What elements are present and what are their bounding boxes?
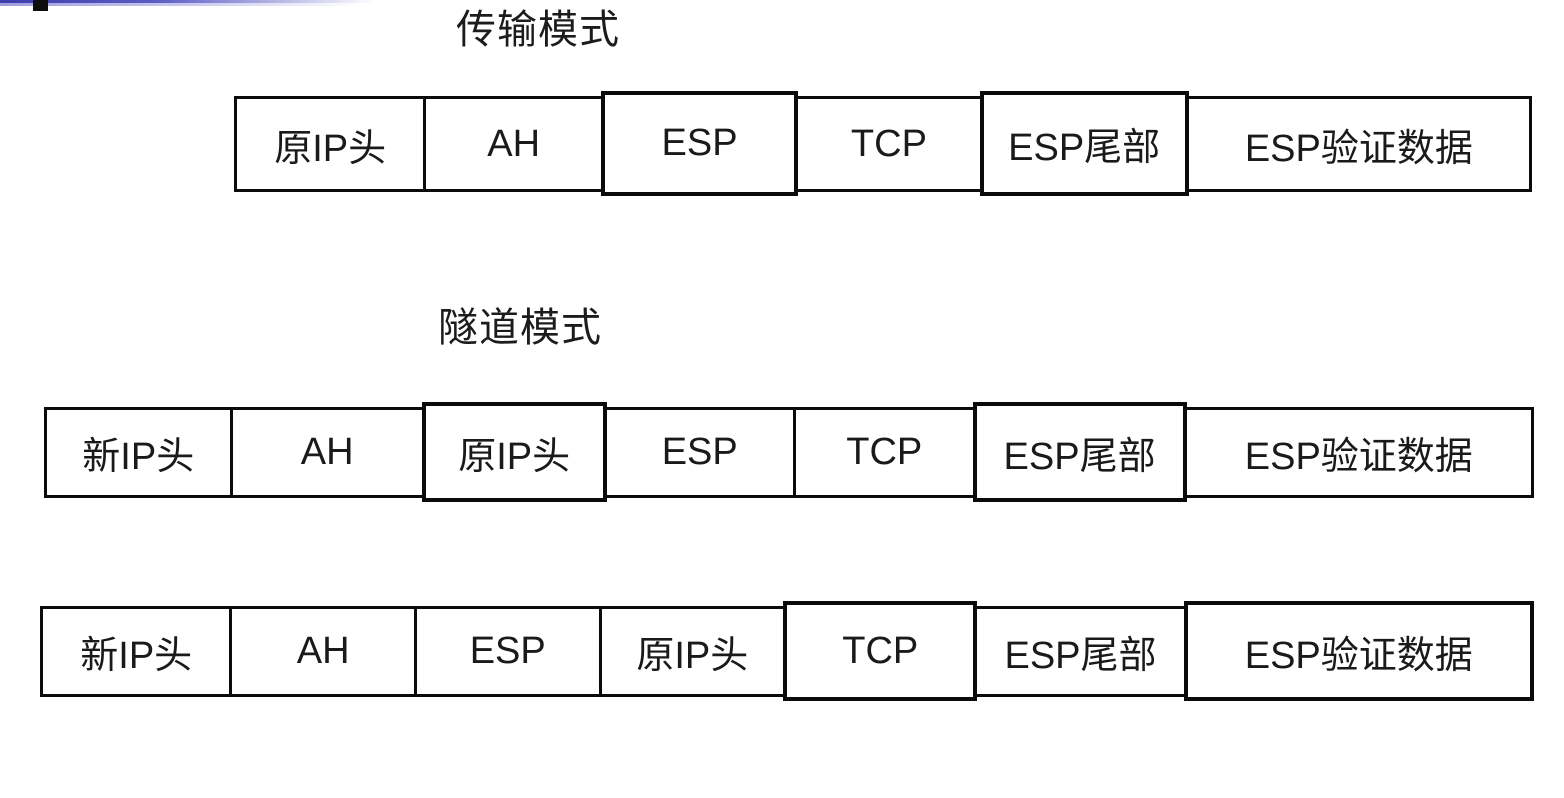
top-accent-line-glow <box>0 3 1564 6</box>
tunnel2-cell-esp-auth-data: ESP验证数据 <box>1183 601 1534 701</box>
tunnel1-cell-esp: ESP <box>603 407 796 498</box>
transport-cell-esp-trailer: ESP尾部 <box>979 91 1189 196</box>
tunnel2-cell-esp: ESP <box>413 606 602 697</box>
tunnel1-cell-new-ip-header: 新IP头 <box>44 407 233 498</box>
tunnel1-cell-tcp: TCP <box>792 407 976 498</box>
tunnel2-cell-tcp: TCP <box>783 601 978 701</box>
clipped-edge-mark <box>33 0 48 11</box>
tunnel1-cell-ah: AH <box>229 407 425 498</box>
transport-cell-tcp: TCP <box>795 96 983 192</box>
transport-cell-esp: ESP <box>600 91 799 196</box>
transport-cell-esp-auth-data: ESP验证数据 <box>1185 96 1532 192</box>
transport-mode-title: 传输模式 <box>456 7 620 52</box>
tunnel-mode-title: 隧道模式 <box>438 305 602 350</box>
tunnel2-cell-new-ip-header: 新IP头 <box>40 606 233 697</box>
tunnel2-cell-orig-ip-header: 原IP头 <box>598 606 787 697</box>
top-accent-line <box>0 0 1564 3</box>
tunnel1-cell-esp-auth-data: ESP验证数据 <box>1183 407 1534 498</box>
tunnel-mode-packet-row-2: 新IP头 AH ESP 原IP头 TCP ESP尾部 ESP验证数据 <box>40 601 1534 701</box>
transport-cell-orig-ip-header: 原IP头 <box>234 96 427 192</box>
transport-cell-ah: AH <box>423 96 604 192</box>
tunnel-mode-packet-row-1: 新IP头 AH 原IP头 ESP TCP ESP尾部 ESP验证数据 <box>44 402 1534 502</box>
tunnel2-cell-ah: AH <box>229 606 417 697</box>
transport-mode-packet-row: 原IP头 AH ESP TCP ESP尾部 ESP验证数据 <box>234 91 1532 196</box>
tunnel2-cell-esp-trailer: ESP尾部 <box>974 606 1187 697</box>
tunnel1-cell-orig-ip-header: 原IP头 <box>421 402 607 502</box>
tunnel1-cell-esp-trailer: ESP尾部 <box>972 402 1187 502</box>
